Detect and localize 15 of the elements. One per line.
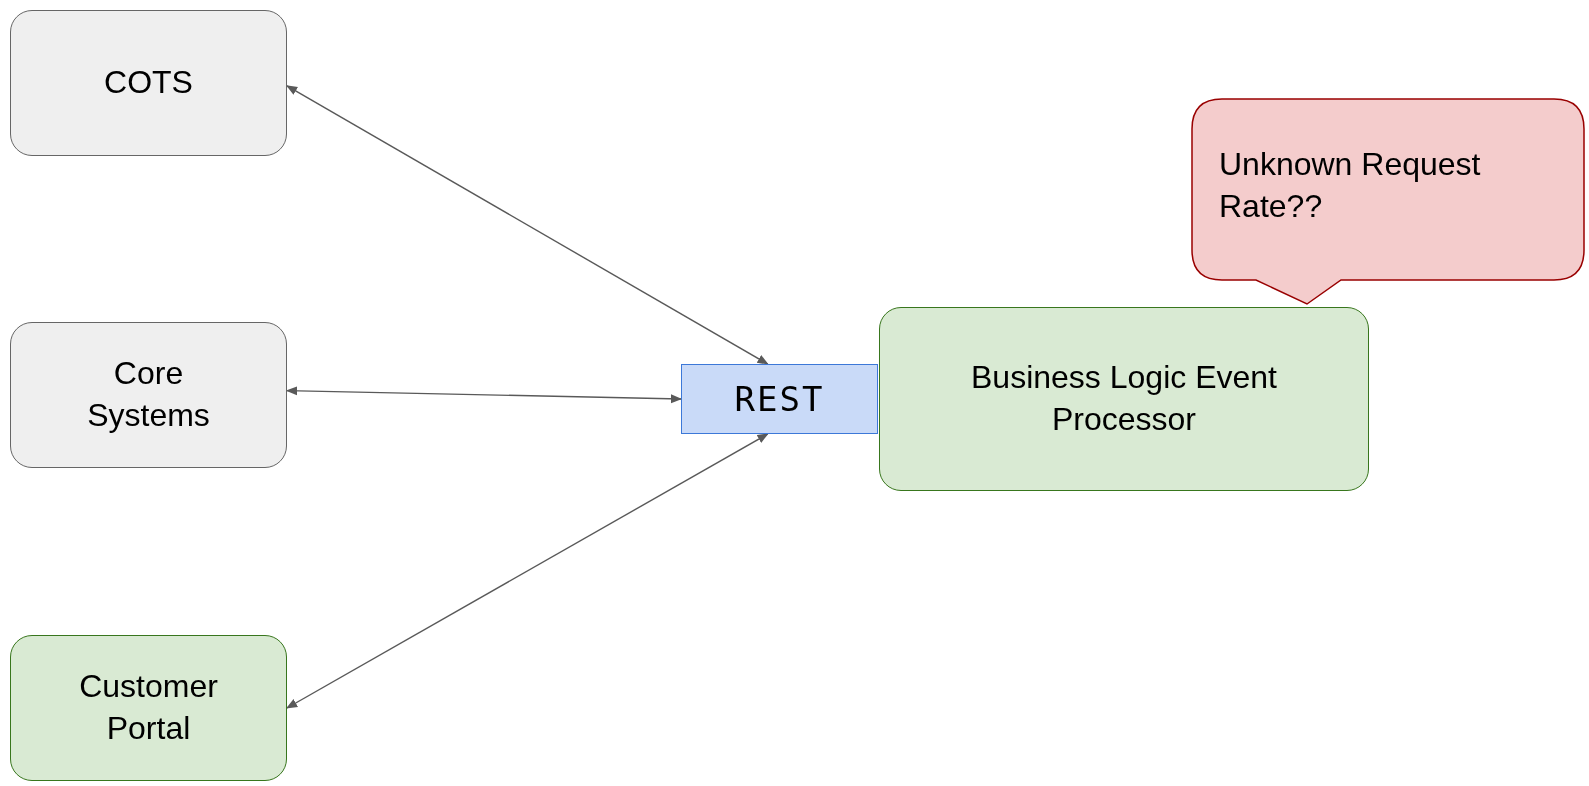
double-arrow (286, 433, 769, 709)
system-box (10, 10, 287, 156)
double-arrow (285, 386, 683, 404)
node-label: Unknown Request Rate?? (1219, 145, 1482, 226)
node-label: Core Systems (86, 354, 211, 435)
node-label: COTS (104, 63, 193, 103)
system-box (10, 322, 287, 468)
callout-bubble (1191, 98, 1586, 306)
node-label: REST (734, 377, 825, 421)
process-box (10, 635, 287, 781)
node-label: Business Logic Event Processor (970, 358, 1278, 439)
process-box (879, 307, 1369, 491)
interface-box (681, 364, 878, 434)
double-arrow (286, 85, 769, 365)
node-label: Customer Portal (78, 667, 219, 748)
